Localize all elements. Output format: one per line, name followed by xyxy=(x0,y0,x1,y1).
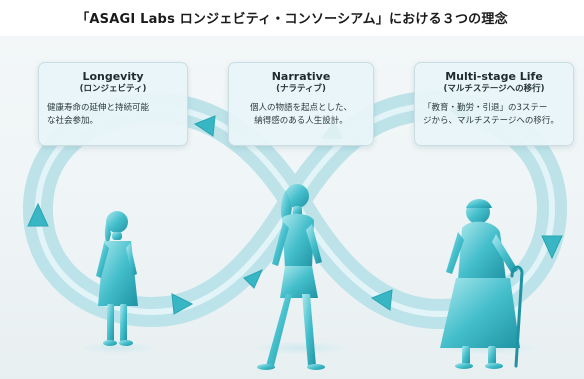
card-body-line: 納得感のある人生設計。 xyxy=(254,116,348,126)
card-body-line: 「教育・勤労・引退」の3ステー xyxy=(423,103,548,113)
arrow-left-top xyxy=(193,115,216,137)
card-body: 健康寿命の延伸と持続可能 な社会参加。 xyxy=(47,102,179,128)
arrow-left-bottom xyxy=(171,293,194,315)
arrow-right-bottom xyxy=(370,289,393,311)
arrow-right-side xyxy=(541,235,563,260)
card-body: 個人の物語を起点とした、 納得感のある人生設計。 xyxy=(237,102,365,128)
card-body-line: 個人の物語を起点とした、 xyxy=(249,103,352,113)
elderly-woman-figure xyxy=(440,199,520,369)
card-longevity: Longevity (ロンジェビティ) 健康寿命の延伸と持続可能 な社会参加。 xyxy=(38,62,188,146)
card-subtitle: (マルチステージへの移行) xyxy=(443,84,545,94)
card-multi-stage-life: Multi-stage Life (マルチステージへの移行) 「教育・勤労・引退… xyxy=(414,62,574,146)
page-title: 「ASAGI Labs ロンジェビティ・コンソーシアム」における３つの理念 xyxy=(76,12,508,27)
card-body-line: な社会参加。 xyxy=(47,116,99,126)
cane xyxy=(510,265,524,368)
child-figure xyxy=(96,211,138,346)
card-title: Narrative xyxy=(271,70,331,83)
card-body-line: ジから、マルチステージへの移行。 xyxy=(423,116,559,126)
arrow-left-side xyxy=(27,202,49,227)
card-title: Multi-stage Life xyxy=(445,70,543,83)
card-subtitle: (ロンジェビティ) xyxy=(79,84,147,94)
arrow-center-down xyxy=(243,269,263,289)
card-title: Longevity xyxy=(82,70,144,83)
adult-woman-figure xyxy=(257,184,325,370)
card-body: 「教育・勤労・引退」の3ステー ジから、マルチステージへの移行。 xyxy=(423,102,565,128)
card-narrative: Narrative (ナラティブ) 個人の物語を起点とした、 納得感のある人生設… xyxy=(228,62,374,146)
card-subtitle: (ナラティブ) xyxy=(276,84,326,94)
card-body-line: 健康寿命の延伸と持続可能 xyxy=(47,103,150,113)
